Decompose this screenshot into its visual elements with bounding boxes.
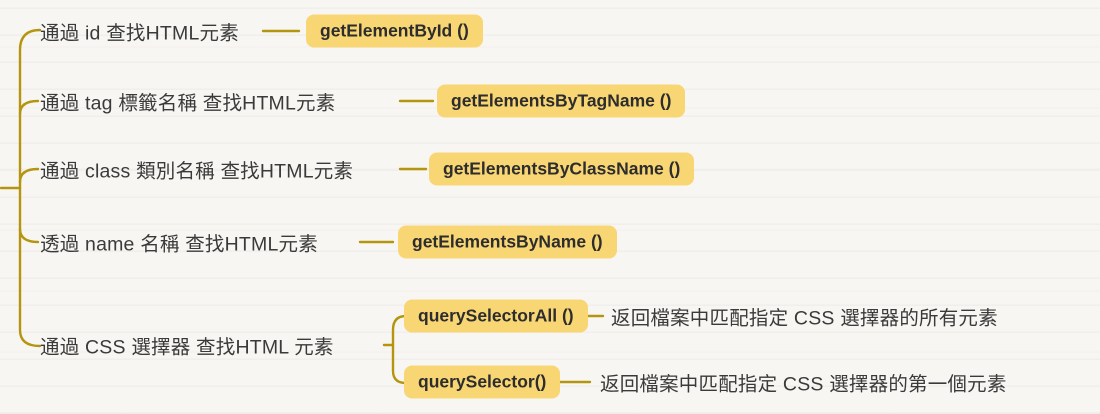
connector-css-brace: [391, 314, 408, 385]
branch-label-css-selector[interactable]: 通過 CSS 選擇器 查找HTML 元素: [40, 336, 334, 359]
connector-trunk: [18, 28, 42, 348]
branch-label-id[interactable]: 通過 id 查找HTML元素: [40, 22, 239, 45]
branch-label-tag[interactable]: 通過 tag 標籤名稱 查找HTML元素: [40, 92, 336, 115]
branch-label-class[interactable]: 通過 class 類別名稱 查找HTML元素: [40, 160, 354, 183]
connector-branch-4: [18, 227, 40, 244]
node-getelementsbyname[interactable]: getElementsByName (): [398, 225, 617, 259]
node-getelementbyid[interactable]: getElementById (): [306, 14, 483, 48]
connector-branch-2: [18, 99, 40, 116]
description-queryselector[interactable]: 返回檔案中匹配指定 CSS 選擇器的第一個元素: [600, 373, 1007, 396]
node-getelementsbytagname[interactable]: getElementsByTagName (): [437, 84, 686, 118]
node-queryselector[interactable]: querySelector(): [404, 365, 561, 399]
description-queryselectorall[interactable]: 返回檔案中匹配指定 CSS 選擇器的所有元素: [611, 307, 998, 330]
branch-label-name[interactable]: 透過 name 名稱 查找HTML元素: [40, 233, 318, 256]
connector-branch-3: [18, 167, 40, 184]
node-queryselectorall[interactable]: querySelectorAll (): [404, 299, 588, 333]
node-getelementsbyclassname[interactable]: getElementsByClassName (): [429, 152, 695, 186]
